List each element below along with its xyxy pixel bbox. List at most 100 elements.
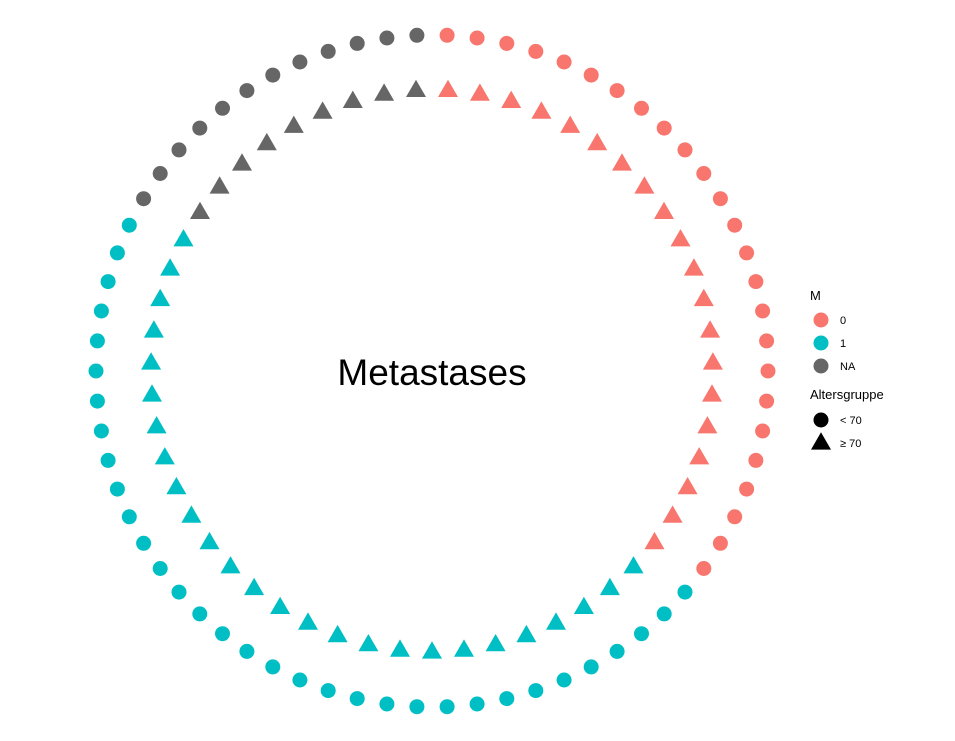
data-point-m1-over70 <box>422 641 442 659</box>
data-point-mna-over70 <box>406 79 426 97</box>
data-point-m1-over70 <box>599 577 620 596</box>
legend-label-m-na: NA <box>840 361 856 373</box>
data-point-m0-under70 <box>739 481 755 497</box>
data-point-m0-under70 <box>677 142 693 158</box>
data-point-m1-under70 <box>677 584 693 600</box>
data-point-m1-under70 <box>439 699 455 715</box>
legend-key-m-na <box>813 358 829 374</box>
data-point-m0-under70 <box>755 303 771 319</box>
data-point-mna-over70 <box>232 153 252 171</box>
data-point-m1-under70 <box>121 217 137 233</box>
legend-label-m-1: 1 <box>840 338 846 350</box>
data-point-m0-over70 <box>654 201 674 219</box>
legend-label-under70: < 70 <box>840 415 862 427</box>
data-point-m1-over70 <box>199 531 220 550</box>
data-point-m0-under70 <box>727 217 743 233</box>
shape-legend: < 70 ≥ 70 <box>811 412 862 450</box>
data-point-m1-under70 <box>349 691 365 707</box>
data-point-mna-under70 <box>320 43 336 59</box>
legend-key-m-1 <box>813 335 829 351</box>
legend-key-under70 <box>813 412 829 428</box>
legend-key-over70 <box>811 432 831 450</box>
data-point-mna-over70 <box>283 115 304 133</box>
data-point-m1-under70 <box>379 696 395 712</box>
data-point-m1-under70 <box>469 696 485 712</box>
data-point-m0-over70 <box>644 531 665 550</box>
data-point-m0-over70 <box>501 90 522 108</box>
data-point-m0-under70 <box>583 67 599 83</box>
data-point-mna-under70 <box>215 100 230 116</box>
data-point-m0-over70 <box>587 132 608 151</box>
data-point-m0-over70 <box>634 176 655 194</box>
data-point-m0-under70 <box>634 100 649 116</box>
data-point-m1-over70 <box>623 556 644 574</box>
data-point-m0-under70 <box>748 274 764 290</box>
data-point-m1-under70 <box>109 481 125 497</box>
data-point-m0-over70 <box>662 505 683 523</box>
data-point-mna-under70 <box>152 166 168 181</box>
data-point-m0-over70 <box>693 288 714 307</box>
data-point-m1-under70 <box>634 626 649 642</box>
data-point-m1-over70 <box>141 352 162 370</box>
data-point-m1-under70 <box>215 626 230 642</box>
data-point-m1-under70 <box>409 699 425 715</box>
data-point-m1-over70 <box>142 384 162 402</box>
data-point-m1-over70 <box>146 416 167 434</box>
data-point-mna-under70 <box>239 83 255 99</box>
data-point-m0-under70 <box>656 120 672 136</box>
data-point-mna-over70 <box>374 83 395 101</box>
data-point-m0-under70 <box>748 452 764 468</box>
legend-title-m: M <box>810 288 821 303</box>
data-point-mna-over70 <box>312 101 333 119</box>
data-point-m0-under70 <box>528 43 544 59</box>
data-point-mna-under70 <box>292 54 308 70</box>
color-legend: 0 1NA <box>813 312 856 374</box>
data-point-m0-over70 <box>469 83 490 101</box>
data-point-m0-over70 <box>702 352 723 370</box>
data-point-m0-under70 <box>696 166 712 181</box>
data-point-m1-over70 <box>298 612 318 630</box>
data-point-mna-under70 <box>349 35 365 51</box>
chart-title: Metastases <box>337 352 526 393</box>
data-point-m1-under70 <box>136 535 152 551</box>
data-point-m0-over70 <box>531 101 552 119</box>
data-point-m1-over70 <box>166 477 187 495</box>
data-point-m1-under70 <box>93 303 109 319</box>
data-point-mna-under70 <box>409 27 425 43</box>
legend-title-altersgruppe: Altersgruppe <box>810 387 884 402</box>
data-point-m1-over70 <box>454 639 474 657</box>
data-point-m1-under70 <box>121 509 137 525</box>
data-point-m1-over70 <box>546 612 566 630</box>
data-point-m1-under70 <box>93 423 109 439</box>
data-point-m1-under70 <box>583 659 599 675</box>
data-point-m0-over70 <box>670 229 691 247</box>
data-point-m0-over70 <box>612 153 632 171</box>
data-point-m1-under70 <box>528 683 544 699</box>
data-point-m0-over70 <box>677 477 698 495</box>
legend: M 0 1NA Altersgruppe < 70 ≥ 70 <box>810 288 884 450</box>
legend-label-over70: ≥ 70 <box>840 438 861 450</box>
legend-label-m-0: 0 <box>840 315 846 327</box>
data-point-m0-over70 <box>438 79 458 97</box>
data-point-m0-under70 <box>712 535 728 551</box>
data-point-m0-under70 <box>469 30 485 46</box>
data-point-m1-under70 <box>89 393 105 409</box>
data-point-mna-under70 <box>192 120 208 136</box>
data-point-m0-under70 <box>609 83 625 99</box>
data-point-mna-under70 <box>136 191 152 207</box>
data-point-m1-under70 <box>152 561 168 576</box>
data-point-m1-under70 <box>292 672 308 688</box>
data-point-mna-under70 <box>265 67 281 83</box>
data-point-m1-over70 <box>143 320 164 338</box>
data-point-m1-under70 <box>499 691 515 707</box>
data-point-m1-over70 <box>327 624 348 643</box>
data-point-m0-under70 <box>499 35 515 51</box>
data-point-m1-under70 <box>609 643 625 659</box>
data-point-m1-over70 <box>358 634 379 652</box>
data-point-m0-under70 <box>755 423 771 439</box>
data-point-m0-under70 <box>696 561 712 576</box>
data-point-m0-under70 <box>759 393 775 409</box>
data-point-m1-over70 <box>485 634 506 652</box>
data-point-m1-under70 <box>109 245 125 261</box>
